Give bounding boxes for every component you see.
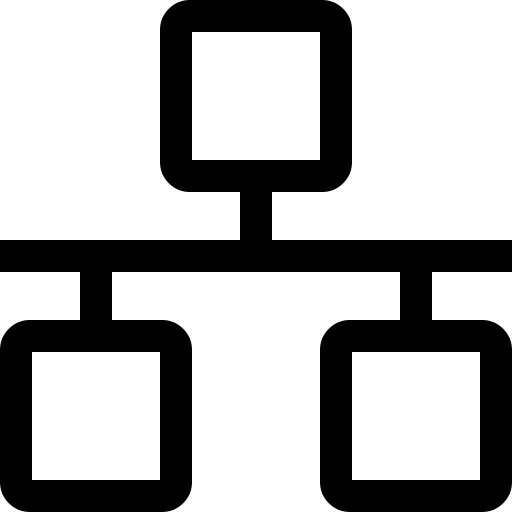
bus-line <box>0 240 512 272</box>
bottom-right-node-box <box>320 320 512 512</box>
top-node-box <box>160 0 352 192</box>
top-connector <box>240 176 272 248</box>
bottom-left-node-box <box>0 320 192 512</box>
